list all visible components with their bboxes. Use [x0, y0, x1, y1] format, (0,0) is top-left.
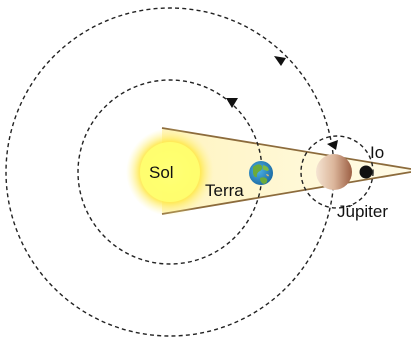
sun-label: Sol: [149, 163, 174, 182]
io-label: Io: [370, 143, 384, 162]
sun-icon: [126, 128, 214, 216]
arrowhead-icon: [327, 140, 338, 150]
earth-label: Terra: [205, 181, 244, 200]
light-cone: [161, 127, 411, 215]
arrowhead-icon: [274, 56, 286, 66]
jupiter-label: Júpiter: [337, 202, 388, 221]
io-orbit: [300, 135, 374, 209]
jupiter-icon: [316, 154, 352, 190]
earth-globe-icon: [249, 161, 273, 185]
io-icon: [359, 165, 373, 179]
arrowhead-icon: [226, 98, 238, 108]
